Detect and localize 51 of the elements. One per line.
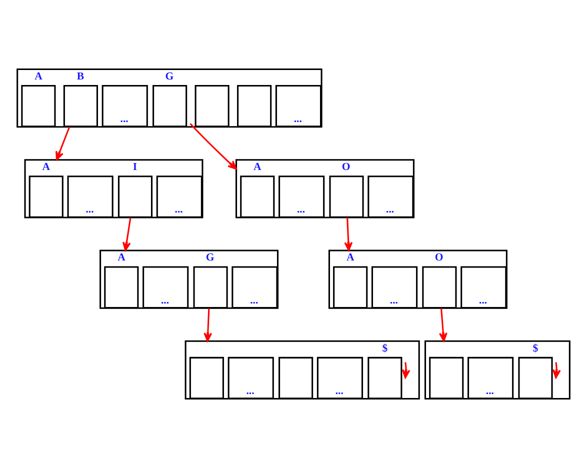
node-box <box>329 176 364 218</box>
node-box <box>21 84 56 128</box>
node-box: ... <box>460 266 507 309</box>
node-box <box>193 266 228 309</box>
arrow <box>56 126 70 160</box>
arrow <box>190 123 237 170</box>
node-label: A <box>118 252 126 264</box>
node-label: A <box>34 70 42 82</box>
node-box: ... <box>67 176 114 218</box>
node-box: ... <box>468 356 514 400</box>
node-label: $ <box>532 342 538 354</box>
node-box: ... <box>228 356 274 400</box>
node-box: ... <box>102 84 148 128</box>
node-box <box>333 266 368 309</box>
node-box <box>28 176 64 218</box>
node-label: $ <box>382 342 388 354</box>
arrow <box>438 308 448 342</box>
node-label: A <box>346 252 354 264</box>
node-label: B <box>76 70 84 82</box>
node-box <box>104 266 139 309</box>
node-box <box>152 84 188 128</box>
node-box: ... <box>278 176 325 218</box>
node-box: ... <box>371 266 418 309</box>
arrow <box>344 218 353 251</box>
node-box <box>237 84 272 128</box>
node-label: I <box>132 161 138 174</box>
node-box: ... <box>368 176 414 218</box>
node-label: A <box>254 161 262 174</box>
node-box <box>368 356 402 400</box>
node-label: G <box>206 252 214 264</box>
arrow <box>122 218 132 251</box>
node-label: G <box>165 70 174 82</box>
node-box <box>422 266 457 309</box>
node-box <box>518 356 553 400</box>
node-box: ... <box>142 266 189 309</box>
node-box <box>189 356 224 400</box>
node-box <box>118 176 153 218</box>
node-box <box>240 176 275 218</box>
node-box: ... <box>275 84 322 128</box>
node-box <box>278 356 314 400</box>
arrow <box>204 308 212 342</box>
node-box <box>63 84 98 128</box>
node-box <box>194 84 230 128</box>
node-label: A <box>42 161 50 174</box>
node-box: ... <box>316 356 364 400</box>
node-box <box>429 356 464 400</box>
node-label: O <box>434 252 444 264</box>
node-box: ... <box>156 176 202 218</box>
arrow <box>552 362 561 378</box>
node-label: O <box>342 161 350 174</box>
node-box: ... <box>232 266 278 309</box>
